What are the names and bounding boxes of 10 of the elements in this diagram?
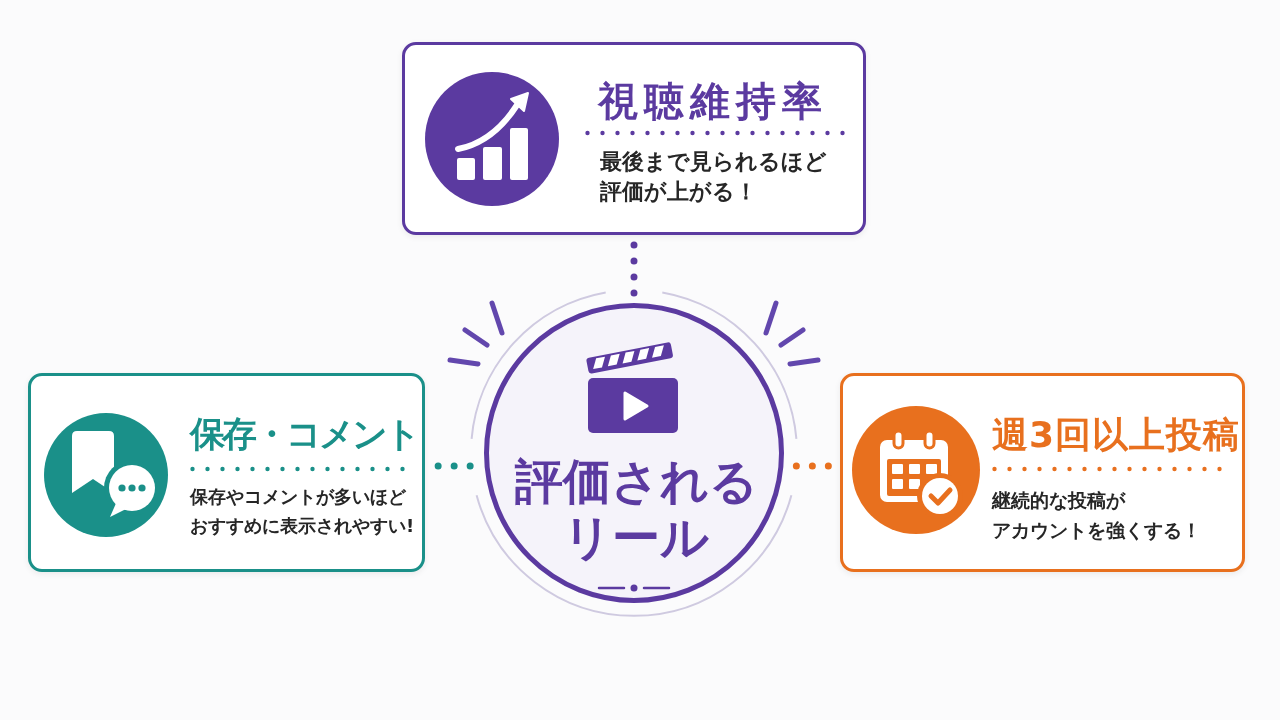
card-heading: 視聴維持率: [598, 77, 828, 126]
card-description: 最後まで見られるほど評価が上がる！: [600, 148, 828, 206]
card-description: 継続的な投稿がアカウントを強くする！: [992, 488, 1202, 543]
center-title: 評価されるリール: [513, 453, 759, 565]
info-card: [402, 42, 866, 235]
info-card: [840, 373, 1245, 572]
card-heading: 保存・コメント: [190, 413, 418, 456]
card-heading: 週3回以上投稿: [992, 413, 1241, 457]
card-description: 保存やコメントが多いほどおすすめに表示されやすい!: [190, 485, 416, 538]
info-card: [28, 373, 425, 572]
